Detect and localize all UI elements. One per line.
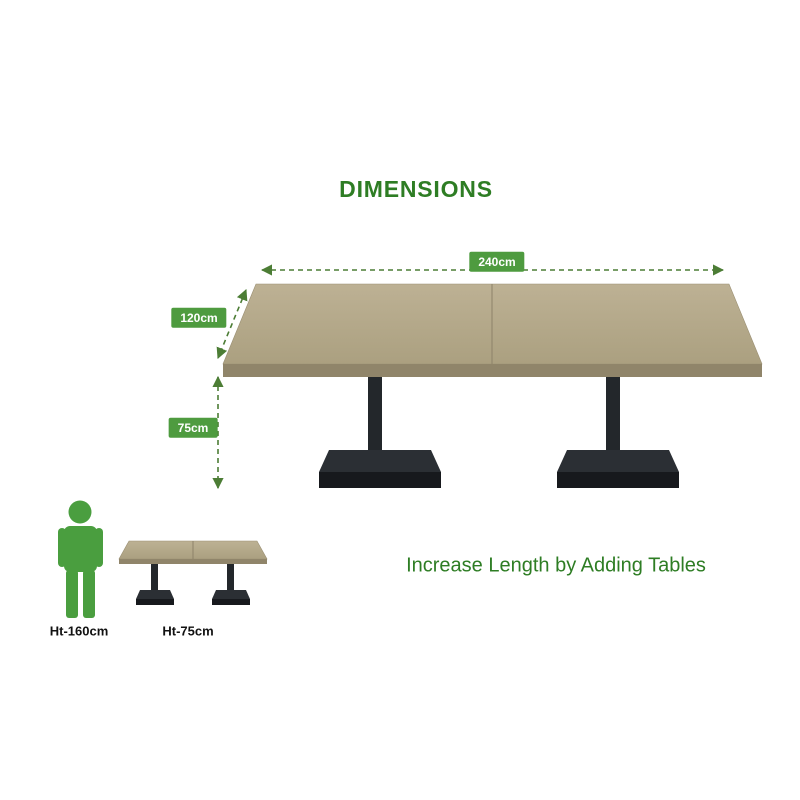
height-dimension-badge: 75cm [168, 417, 218, 439]
page-title: DIMENSIONS [339, 176, 493, 202]
depth-dimension-badge: 120cm [171, 307, 227, 329]
person-icon [58, 500, 103, 618]
width-dimension-badge: 240cm [469, 251, 525, 273]
table-height-label: Ht-75cm [162, 623, 214, 639]
table-leg-left [319, 374, 441, 488]
person-height-label: Ht-160cm [49, 623, 109, 639]
subtitle-text: Increase Length by Adding Tables [406, 554, 706, 577]
small-table-illustration [118, 540, 268, 605]
depth-arrow [216, 288, 248, 360]
table-leg-right [557, 374, 679, 488]
table-top [222, 283, 763, 377]
